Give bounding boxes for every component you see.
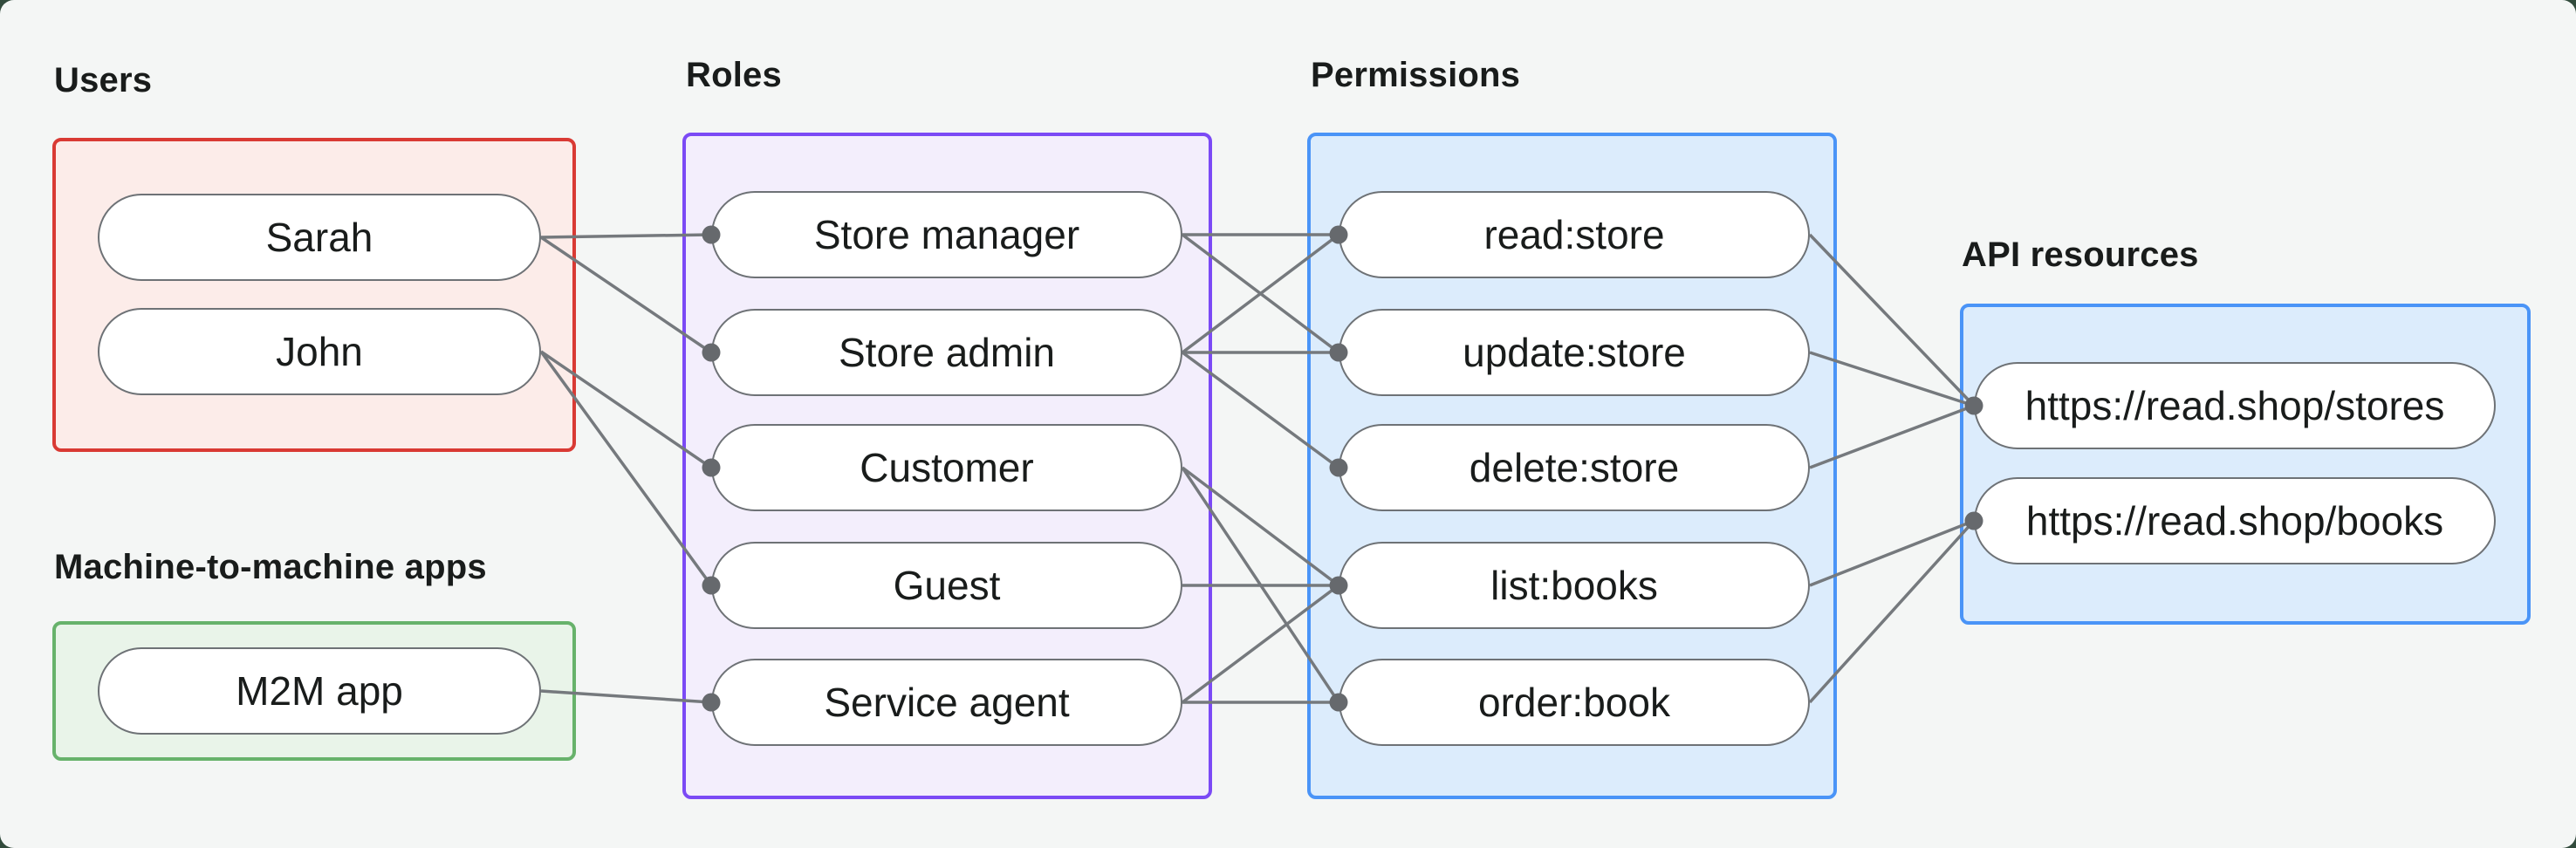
node-api-books: https://read.shop/books xyxy=(1974,477,2496,564)
users-group-box xyxy=(52,138,576,452)
node-user-sarah: Sarah xyxy=(98,194,541,281)
node-label: https://read.shop/books xyxy=(2025,498,2444,544)
m2m-section-label: Machine-to-machine apps xyxy=(54,548,487,586)
api-resources-group-box xyxy=(1960,304,2531,625)
roles-section-label: Roles xyxy=(686,56,782,94)
node-label: Customer xyxy=(860,445,1034,490)
node-permission-order-book: order:book xyxy=(1339,659,1810,746)
node-label: list:books xyxy=(1490,563,1658,608)
node-label: Store admin xyxy=(838,330,1055,375)
node-label: update:store xyxy=(1463,330,1686,375)
permissions-section-label: Permissions xyxy=(1311,56,1521,94)
node-permission-list-books: list:books xyxy=(1339,542,1810,629)
node-label: https://read.shop/stores xyxy=(2024,383,2445,428)
node-label: delete:store xyxy=(1469,445,1680,490)
node-role-customer: Customer xyxy=(711,424,1182,511)
node-label: M2M app xyxy=(236,668,403,714)
node-permission-update-store: update:store xyxy=(1339,309,1810,396)
node-m2m-app: M2M app xyxy=(98,647,541,735)
node-label: Sarah xyxy=(265,215,373,260)
node-label: Guest xyxy=(893,563,1001,608)
api-resources-section-label: API resources xyxy=(1962,236,2199,274)
node-label: Store manager xyxy=(813,212,1080,257)
node-role-store-manager: Store manager xyxy=(711,191,1182,278)
node-role-store-admin: Store admin xyxy=(711,309,1182,396)
node-label: Service agent xyxy=(824,680,1070,725)
node-role-service-agent: Service agent xyxy=(711,659,1182,746)
node-label: read:store xyxy=(1483,212,1665,257)
users-section-label: Users xyxy=(54,61,153,99)
node-label: order:book xyxy=(1478,680,1670,725)
node-permission-delete-store: delete:store xyxy=(1339,424,1810,511)
node-label: John xyxy=(276,329,363,374)
node-permission-read-store: read:store xyxy=(1339,191,1810,278)
node-role-guest: Guest xyxy=(711,542,1182,629)
node-user-john: John xyxy=(98,308,541,395)
node-api-stores: https://read.shop/stores xyxy=(1974,362,2496,449)
